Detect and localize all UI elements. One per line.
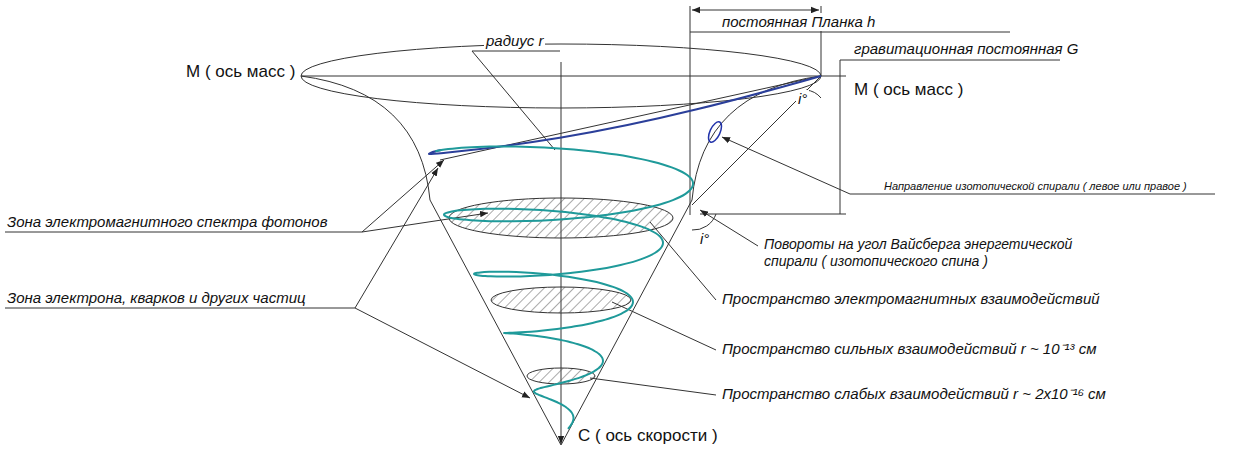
leader-line (355, 168, 438, 308)
underline (5, 308, 355, 309)
dimension-label: постоянная Планка h (720, 13, 877, 31)
dimension-label: радиус r (484, 32, 545, 50)
dimension-line (692, 10, 819, 11)
angle-label: i° (796, 90, 809, 108)
underline (472, 51, 560, 52)
axis-label: M ( ось масс ) (852, 80, 965, 100)
axis-label: M ( ось масс ) (184, 62, 297, 82)
em-section (449, 198, 673, 238)
underline (5, 232, 362, 233)
dimension-line (821, 76, 846, 77)
leader-line (650, 222, 716, 300)
space-label: Пространство сильных взаимодействий r ~ … (720, 340, 1098, 358)
note-label: Направление изотопической спирали ( лево… (882, 179, 1189, 193)
underline (850, 194, 1215, 195)
underline (840, 60, 1060, 61)
angle-label: i° (698, 230, 711, 248)
angle-arc (692, 214, 716, 230)
energy-spiral (435, 146, 693, 428)
leader-line (362, 213, 488, 232)
underline (690, 32, 1010, 33)
dimension-line (700, 214, 846, 215)
leader-line (590, 378, 716, 395)
axis-label: C ( ось скорости ) (576, 426, 720, 446)
dimension-line (840, 60, 841, 214)
leader-line (472, 51, 555, 150)
energy-spiral (429, 76, 821, 154)
space-label: Пространство слабых взаимодействий r ~ 2… (720, 385, 1108, 403)
note-label: Повороты на угол Вайсберга энергетическо… (762, 236, 1111, 270)
spin-ellipse (706, 120, 724, 144)
leader-line (722, 137, 850, 194)
ray-line (692, 76, 821, 205)
zone-label: Зона электромагнитного спектра фотонов (5, 213, 330, 231)
space-label: Пространство электромагнитных взаимодейс… (720, 290, 1102, 308)
zone-label: Зона электрона, кварков и других частиц (5, 289, 308, 307)
leader-line (355, 308, 530, 398)
speed-axis (561, 62, 562, 444)
strong-section (491, 287, 631, 313)
dimension-label: гравитационная постоянная G (852, 40, 1080, 58)
cone-left (301, 76, 561, 445)
